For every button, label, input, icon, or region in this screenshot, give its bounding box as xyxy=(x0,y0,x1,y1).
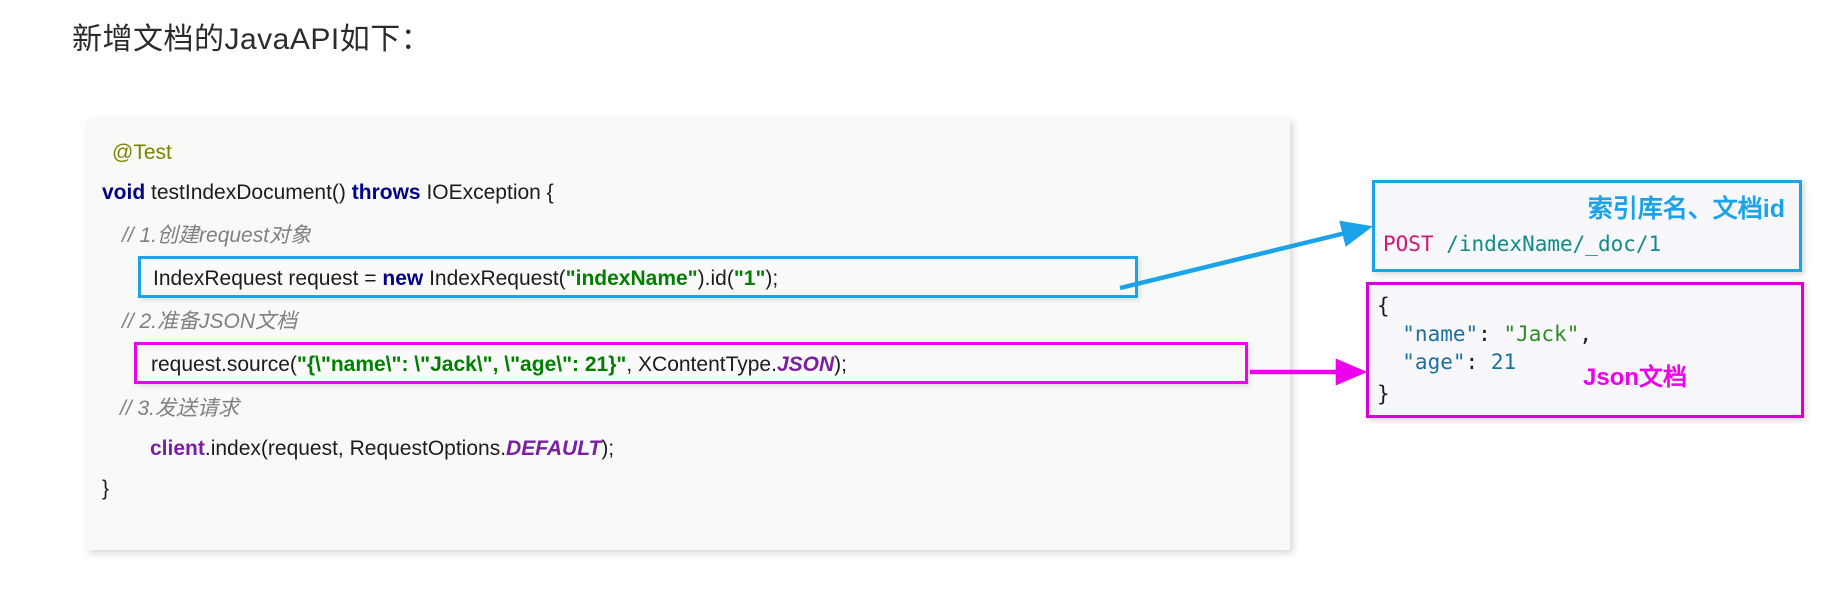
json-comma: , xyxy=(1579,322,1592,346)
json-open-brace-text: { xyxy=(1377,294,1390,318)
token-kw-void: void xyxy=(102,181,146,204)
note-heading-index-and-docid: 索引库名、文档id xyxy=(1587,195,1785,223)
json-value-age: 21 xyxy=(1490,350,1517,374)
token-request-d: ); xyxy=(765,267,779,290)
highlighted-code-box-source: request.source("{\"name\": \"Jack\", \"a… xyxy=(134,342,1248,384)
code-line-close-brace: } xyxy=(102,477,110,500)
code-line-comment-3: // 3.发送请求 xyxy=(120,397,240,420)
json-key-age: "age" xyxy=(1377,350,1466,374)
token-string-json-doc: "{\"name\": \"Jack\", \"age\": 21}" xyxy=(296,353,627,376)
token-annotation: @Test xyxy=(112,141,172,164)
token-ident-client: client xyxy=(150,437,205,460)
code-line-create-request: IndexRequest request = new IndexRequest(… xyxy=(141,259,1135,289)
token-source-c: ); xyxy=(834,353,847,376)
highlighted-code-box-request: IndexRequest request = new IndexRequest(… xyxy=(138,256,1138,298)
token-request-c: ).id( xyxy=(697,267,734,290)
note-box-endpoint: 索引库名、文档id POST /indexName/_doc/1 xyxy=(1372,180,1802,272)
http-path: /indexName/_doc/1 xyxy=(1433,232,1662,256)
code-line-send-request: client.index(request, RequestOptions.DEF… xyxy=(150,438,614,459)
token-call-a: .index(request, RequestOptions. xyxy=(204,437,507,460)
code-line-signature: void testIndexDocument() throws IOExcept… xyxy=(102,182,554,203)
token-exception: IOException { xyxy=(420,181,554,204)
token-string-id: "1" xyxy=(733,267,766,290)
json-line-age: "age": 21 xyxy=(1377,349,1516,376)
json-value-name: "Jack" xyxy=(1503,322,1580,346)
token-kw-new: new xyxy=(382,267,424,290)
token-source-a: request.source( xyxy=(151,353,297,376)
token-field-json: JSON xyxy=(776,353,835,376)
note-label-json-document: Json文档 xyxy=(1583,364,1688,391)
token-call-b: ); xyxy=(601,437,615,460)
json-colon-1: : xyxy=(1478,322,1504,346)
code-line-comment-1: // 1.创建request对象 xyxy=(122,224,312,247)
json-colon-2: : xyxy=(1465,350,1491,374)
http-method-post: POST xyxy=(1383,232,1434,256)
note-endpoint-line: POST /indexName/_doc/1 xyxy=(1383,231,1661,258)
token-request-a: IndexRequest request = xyxy=(153,267,383,290)
token-field-default: DEFAULT xyxy=(506,437,602,460)
code-panel: @Test void testIndexDocument() throws IO… xyxy=(86,118,1290,550)
token-source-b: , XContentType. xyxy=(626,353,777,376)
json-line-name: "name": "Jack", xyxy=(1377,321,1592,348)
code-line-annotation: @Test xyxy=(112,142,172,163)
code-line-prepare-json: request.source("{\"name\": \"Jack\", \"a… xyxy=(137,345,1245,375)
json-open-brace: { xyxy=(1377,293,1390,320)
json-key-name: "name" xyxy=(1377,322,1479,346)
json-close-brace-text: } xyxy=(1377,382,1390,406)
token-kw-throws: throws xyxy=(351,181,421,204)
note-box-json-document: { "name": "Jack", "age": 21 } Json文档 xyxy=(1366,282,1804,418)
token-string-indexname: "indexName" xyxy=(565,267,698,290)
token-method-name: testIndexDocument() xyxy=(145,181,352,204)
token-request-b: IndexRequest( xyxy=(423,267,566,290)
json-close-brace: } xyxy=(1377,381,1390,408)
page-title: 新增文档的JavaAPI如下： xyxy=(72,23,432,56)
code-line-comment-2: // 2.准备JSON文档 xyxy=(122,310,298,333)
